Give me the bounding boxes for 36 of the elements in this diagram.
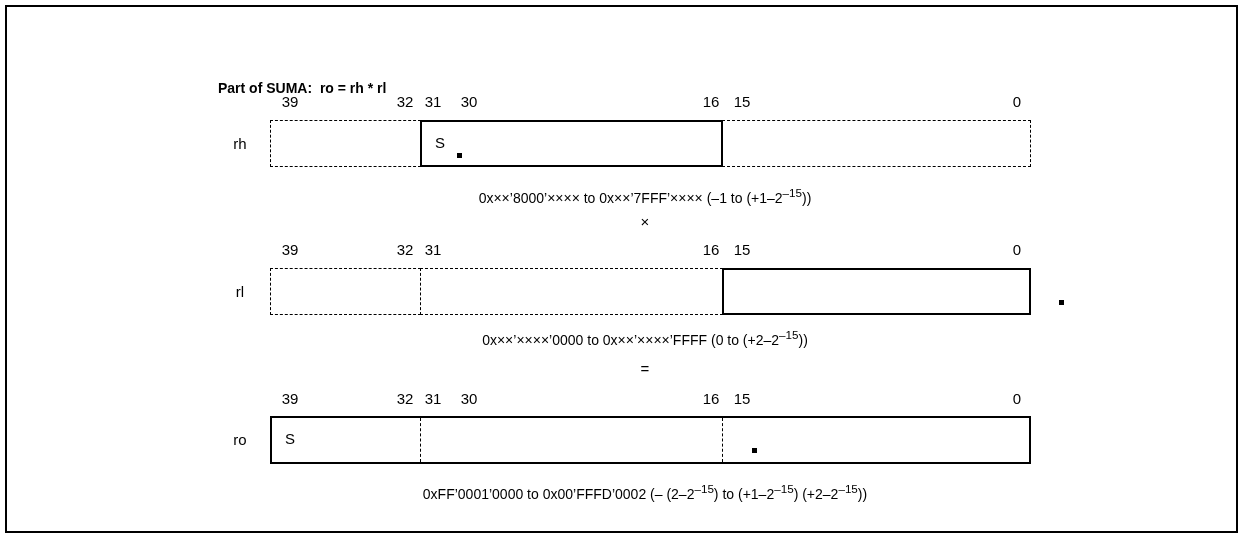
unused-register-field [420, 268, 723, 315]
bit-number: 16 [702, 241, 720, 259]
register-name: rl [235, 283, 245, 301]
bit-number: 39 [281, 390, 299, 408]
register-name: ro [233, 431, 247, 449]
sign-bit-label: S [435, 134, 445, 152]
register-field [420, 120, 723, 167]
bit-number: 0 [1012, 241, 1022, 259]
bit-number: 30 [460, 390, 478, 408]
bit-number: 32 [396, 93, 414, 111]
value-range: 0x××’××××’0000 to 0x××’××××’FFFF (0 to (+2–2$^{–15}$)) [482, 327, 808, 349]
operator-symbol: = [640, 360, 650, 378]
bit-number: 32 [396, 241, 414, 259]
bit-number: 39 [281, 241, 299, 259]
unused-register-field [270, 268, 421, 315]
bit-number: 15 [733, 93, 751, 111]
bit-number: 0 [1012, 390, 1022, 408]
bit-number: 0 [1012, 93, 1022, 111]
unused-register-field [270, 120, 421, 167]
bit-number: 31 [424, 93, 442, 111]
register-name: rh [233, 135, 247, 153]
bit-number: 32 [396, 390, 414, 408]
register-field [722, 268, 1031, 315]
bit-number: 31 [424, 390, 442, 408]
bit-number: 16 [702, 93, 720, 111]
bit-number: 30 [460, 93, 478, 111]
value-range: 0x××’8000’×××× to 0x××’7FFF’×××× (–1 to (+1–2$^{–15}$)) [478, 185, 812, 207]
bit-number: 31 [424, 241, 442, 259]
unused-register-field [722, 120, 1031, 167]
bit-number: 15 [733, 390, 751, 408]
register-field [270, 416, 1031, 464]
sign-bit-label: S [285, 430, 295, 448]
bit-number: 16 [702, 390, 720, 408]
bit-number: 15 [733, 241, 751, 259]
value-range: 0xFF’0001’0000 to 0x00’FFFD’0002 (– (2–2$^{–15}$) to (+1–2$^{–15}$) (+2–2$^{–15}$)) [422, 481, 868, 503]
operator-symbol: × [640, 213, 650, 231]
